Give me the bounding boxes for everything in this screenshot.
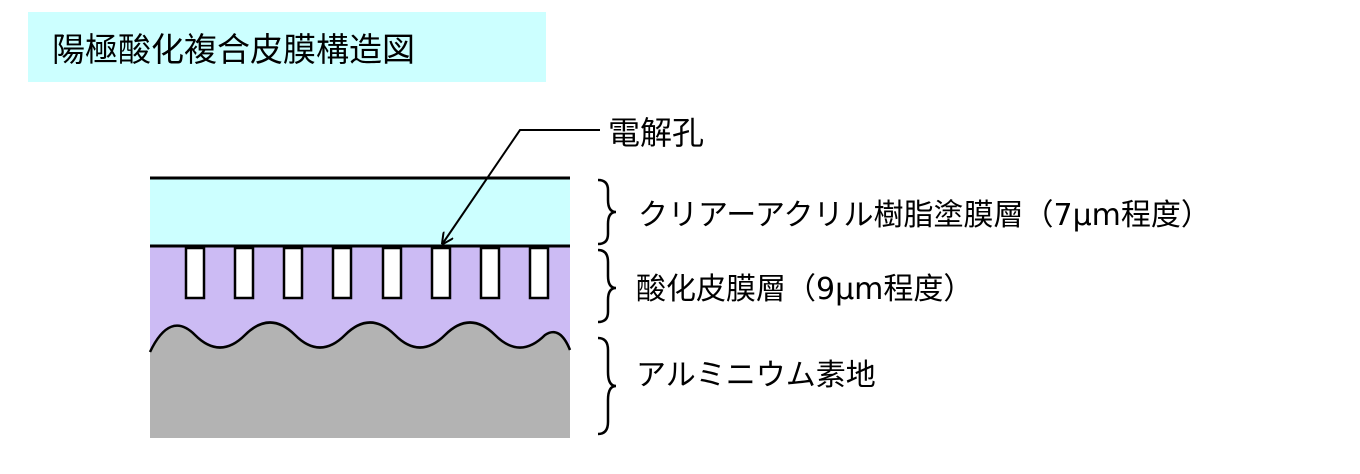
pore	[184, 246, 206, 300]
brace-aluminum	[597, 336, 617, 436]
pore	[430, 246, 452, 300]
pore	[331, 246, 353, 300]
diagram-title: 陽極酸化複合皮膜構造図	[52, 30, 415, 69]
pore	[479, 246, 501, 300]
pore	[233, 246, 255, 300]
aluminum-label: アルミニウム素地	[636, 358, 876, 393]
diagram-title-box: 陽極酸化複合皮膜構造図	[28, 12, 546, 82]
aluminum-substrate	[150, 322, 570, 438]
pore	[381, 246, 403, 300]
pore	[282, 246, 304, 300]
pore	[528, 246, 550, 300]
clear-layer-label: クリアーアクリル樹脂塗膜層（7μm程度）	[638, 198, 1211, 233]
pore-label: 電解孔	[608, 114, 705, 152]
brace-clear-layer	[597, 178, 617, 246]
brace-oxide-layer	[597, 248, 617, 324]
pore-pointer-line	[443, 129, 600, 243]
pore-group	[184, 246, 550, 300]
oxide-layer-label: 酸化皮膜層（9μm程度）	[636, 272, 974, 307]
clear-resin-layer	[150, 178, 570, 246]
oxide-metal-interface	[148, 321, 572, 353]
